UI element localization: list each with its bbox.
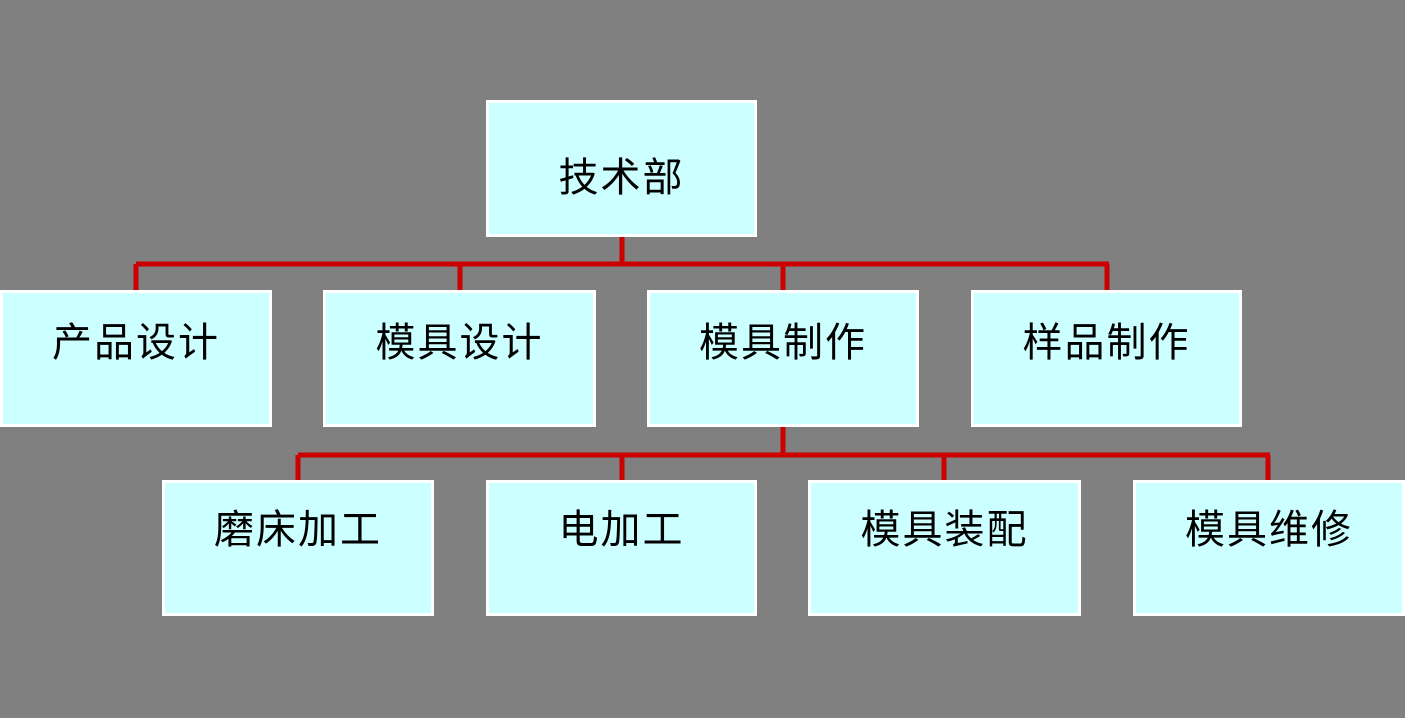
node-label: 电加工 [558, 507, 685, 553]
node-product-design: 产品设计 [0, 290, 272, 427]
node-label: 模具设计 [375, 320, 544, 366]
node-mold-design: 模具设计 [323, 290, 596, 427]
node-mold-making: 模具制作 [647, 290, 919, 427]
node-label: 模具维修 [1185, 507, 1353, 553]
node-label: 产品设计 [52, 320, 220, 366]
node-label: 技术部 [558, 155, 685, 201]
node-label: 样品制作 [1022, 320, 1191, 366]
node-edm: 电加工 [486, 480, 757, 616]
node-grinding: 磨床加工 [162, 480, 434, 616]
node-mold-repair: 模具维修 [1133, 480, 1405, 616]
node-label: 模具制作 [699, 320, 867, 366]
node-technical-department: 技术部 [486, 100, 757, 237]
node-label: 磨床加工 [214, 507, 382, 553]
node-label: 模具装配 [860, 507, 1029, 553]
node-sample-making: 样品制作 [971, 290, 1242, 427]
node-mold-assembly: 模具装配 [808, 480, 1081, 616]
